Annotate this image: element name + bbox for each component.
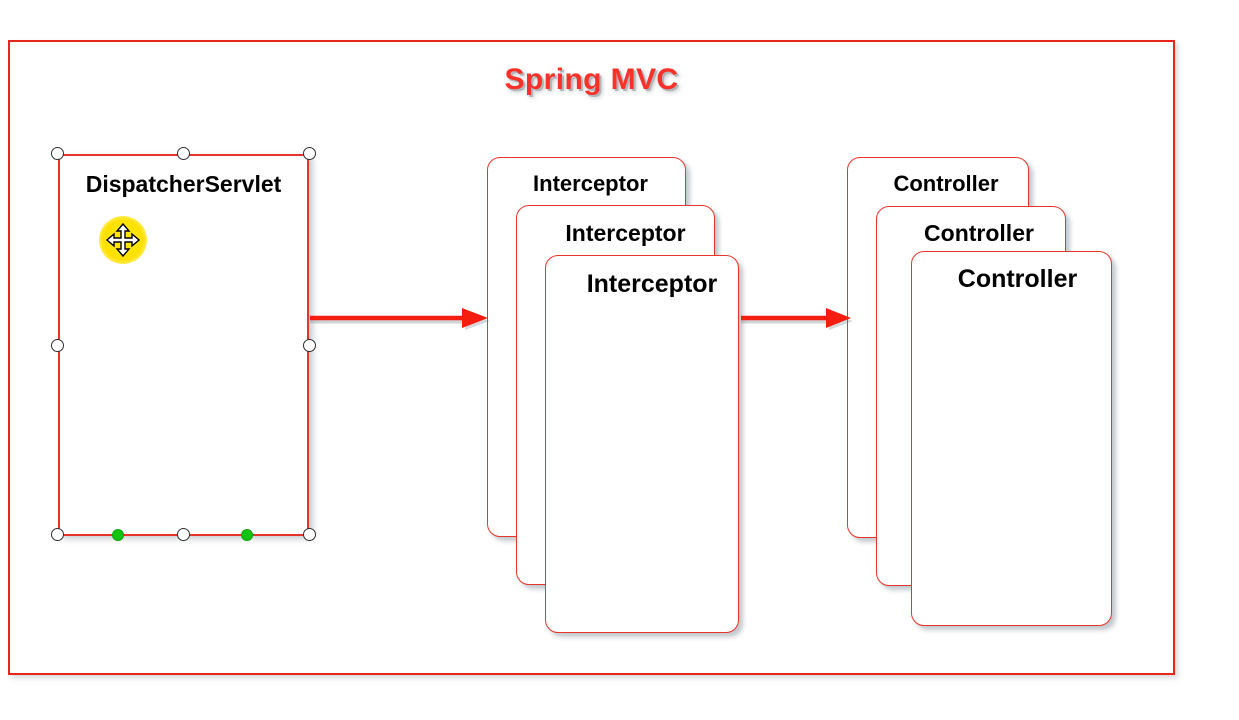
interceptor-card-front[interactable]: Interceptor: [545, 255, 739, 633]
dispatcher-servlet-label: DispatcherServlet: [85, 171, 282, 197]
controller-label-back: Controller: [893, 171, 999, 196]
selection-handle-middle-right[interactable]: [303, 339, 316, 352]
diagram-title[interactable]: Spring MVC: [504, 63, 679, 96]
connector-dispatcher-to-interceptor[interactable]: [310, 300, 490, 336]
controller-label-front: Controller: [957, 265, 1078, 293]
selection-handle-bottom-left[interactable]: [51, 528, 64, 541]
four-way-arrow-icon: [106, 223, 140, 257]
selection-handle-bottom-center[interactable]: [177, 528, 190, 541]
selection-handle-top-left[interactable]: [51, 147, 64, 160]
interceptor-label-front: Interceptor: [586, 270, 718, 298]
selection-handle-bottom-right[interactable]: [303, 528, 316, 541]
interceptor-label-middle: Interceptor: [565, 220, 686, 246]
selection-handle-top-right[interactable]: [303, 147, 316, 160]
connection-point-bottom-left[interactable]: [112, 529, 124, 541]
dispatcher-servlet-shape[interactable]: DispatcherServlet: [58, 154, 309, 536]
selection-handle-top-center[interactable]: [177, 147, 190, 160]
move-cursor-icon: [99, 216, 147, 264]
connector-interceptor-to-controller[interactable]: [741, 300, 853, 336]
controller-label-middle: Controller: [924, 220, 1034, 246]
connection-point-bottom-right[interactable]: [241, 529, 253, 541]
controller-card-front[interactable]: Controller: [911, 251, 1112, 626]
selection-handle-middle-left[interactable]: [51, 339, 64, 352]
interceptor-label-back: Interceptor: [533, 171, 648, 196]
